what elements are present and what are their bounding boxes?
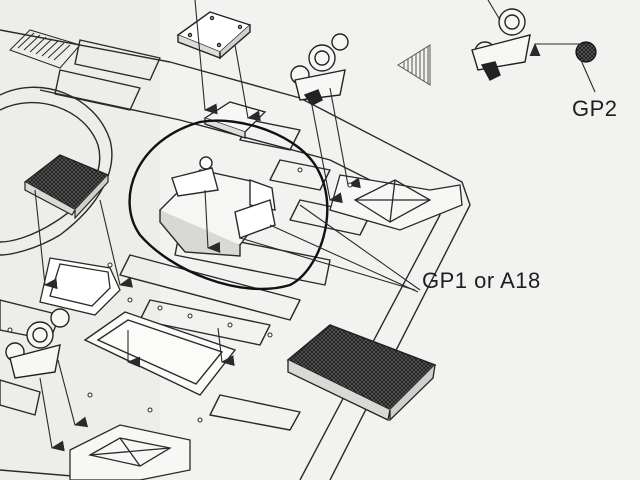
mesh-grille-left: [23, 154, 110, 220]
callout-gp1-or-a18: GP1 or A18: [422, 268, 541, 293]
direction-arrow: [397, 44, 431, 86]
mesh-grille-right: [286, 324, 437, 422]
assembly-arrows: [34, 0, 596, 452]
callout-gp2: GP2: [572, 96, 618, 121]
raised-hatch-x-bottom: [69, 424, 191, 480]
rivets: [7, 167, 353, 423]
gp2-part: [575, 41, 597, 63]
engine-opening: [83, 311, 237, 396]
handdrawn-circle: [128, 119, 329, 291]
periscope-right: [471, 8, 531, 81]
turret-ring-part: [159, 156, 276, 257]
vent-grille-top: [9, 29, 81, 69]
raised-hatch-x: [329, 174, 463, 231]
periscope-left: [5, 308, 70, 379]
periscope-center: [290, 33, 349, 106]
recessed-opening-left: [39, 257, 121, 316]
